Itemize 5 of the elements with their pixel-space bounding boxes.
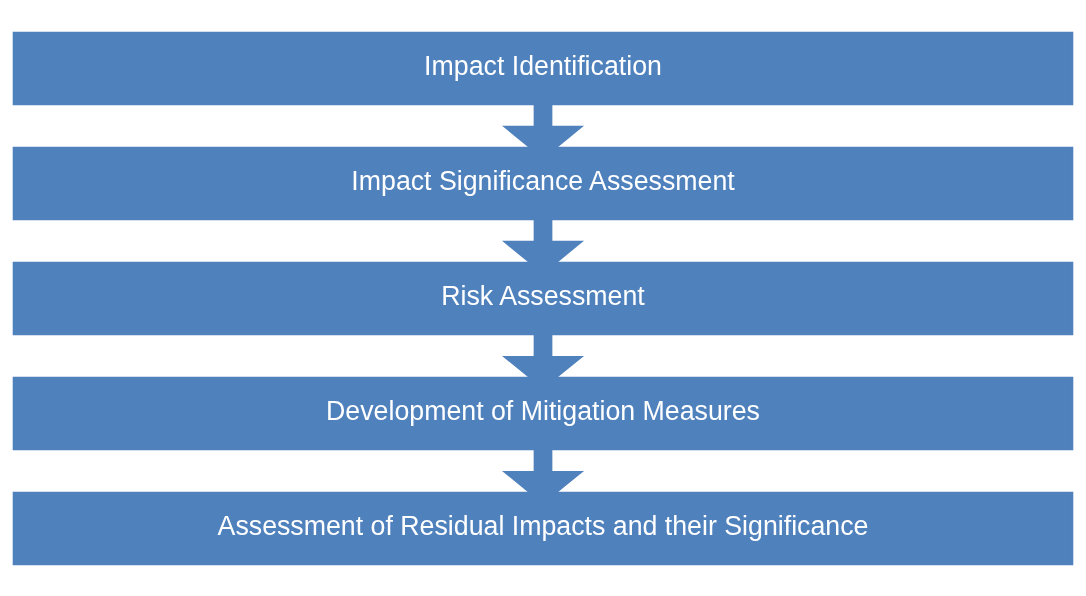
node-box: Risk Assessment (12, 261, 1074, 335)
node-box: Impact Significance Assessment (12, 146, 1074, 220)
node-box: Development of Mitigation Measures (12, 376, 1074, 450)
node-box: Assessment of Residual Impacts and their Significance (12, 491, 1074, 565)
node-box: Impact Identification (12, 31, 1074, 105)
